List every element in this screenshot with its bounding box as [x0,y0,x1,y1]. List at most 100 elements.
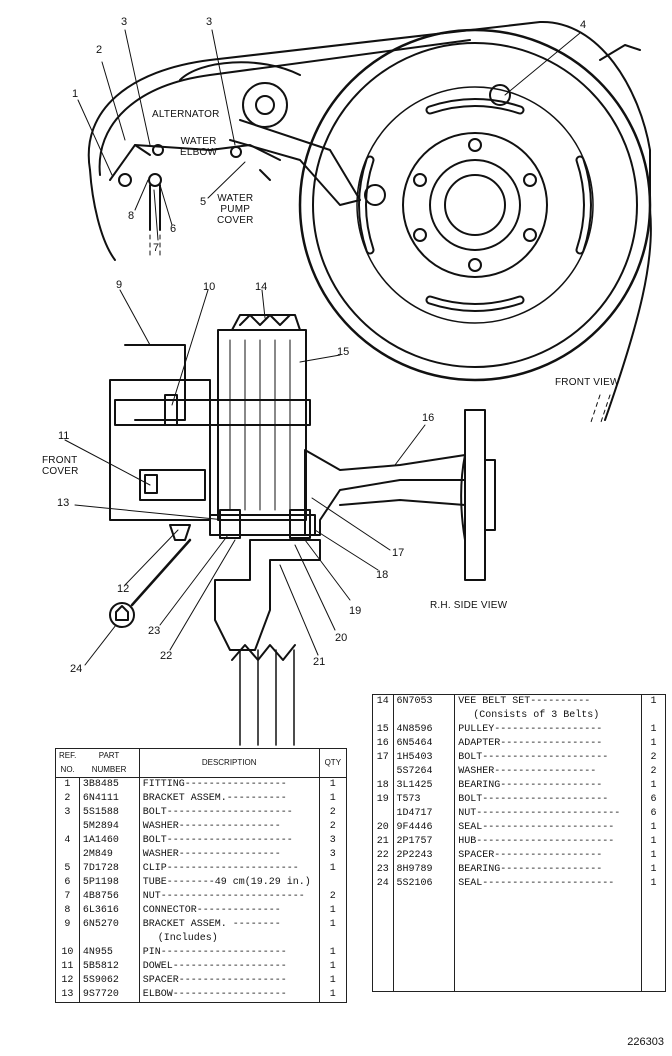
cell-qty: 3 [329,849,336,860]
cell-qty: 1 [650,696,657,707]
cell-part: 3L1425 [393,779,456,793]
callout-6: 6 [170,223,177,235]
cell-ref: 18 [372,779,394,793]
cell-part: 1A1460 [79,834,140,848]
callout-3a: 3 [121,16,128,28]
callout-16: 16 [422,412,435,424]
cell-ref: 24 [372,877,394,891]
cell-desc: BOLT--------------------- [454,793,643,807]
cell-desc: BOLT--------------------- [139,834,320,848]
label-front-cover: FRONT COVER [42,455,79,477]
cell-ref [372,709,394,723]
cell-qty: 1 [650,780,657,791]
cell-qty: 1 [650,864,657,875]
cell-part: 5S7264 [393,765,456,779]
cell-desc: DOWEL------------------- [139,960,320,974]
callout-20: 20 [335,632,348,644]
callout-1: 1 [72,88,79,100]
drawing-number: 226303 [627,1036,664,1048]
cell-part: T573 [393,793,456,807]
cell-part: 5S1588 [79,806,140,820]
cell-qty: 1 [329,975,336,986]
callout-17: 17 [392,547,405,559]
cell-desc: ADAPTER----------------- [454,737,643,751]
cell-part: 7D1728 [79,862,140,876]
label-rh-side-view: R.H. SIDE VIEW [430,600,508,611]
cell-qty: 3 [329,835,336,846]
cell-ref: 1 [55,777,80,792]
cell-ref: 19 [372,793,394,807]
callout-9: 9 [116,279,123,291]
cell-qty: 1 [329,919,336,930]
cell-part: 5S9062 [79,974,140,988]
cell-qty: 6 [650,808,657,819]
cell-part: 4N8596 [393,723,456,737]
cell-qty: 2 [329,891,336,902]
break-lines [149,234,611,426]
cell-ref: 9 [55,918,80,932]
callout-13: 13 [57,497,70,509]
callout-11: 11 [58,430,70,442]
cell-ref: 23 [372,863,394,877]
cell-ref: 7 [55,890,80,904]
filler-cell [372,891,394,992]
cell-desc: CONNECTOR-------------- [139,904,320,918]
cell-desc: SEAL---------------------- [454,877,643,891]
cell-desc: WASHER----------------- [454,765,643,779]
cell-ref [55,848,80,862]
cell-part: 4B8756 [79,890,140,904]
cell-ref [55,820,80,834]
cell-part: 1H5403 [393,751,456,765]
cell-qty: 6 [650,794,657,805]
cell-qty: 2 [650,766,657,777]
cell-part: 5P1198 [79,876,140,890]
cell-desc: SEAL---------------------- [454,821,643,835]
table-row: (Consists of 3 Belts) [372,709,666,723]
cell-ref: 11 [55,960,80,974]
cell-desc: CLIP---------------------- [139,862,320,876]
cell-qty: 2 [329,821,336,832]
callout-23: 23 [148,625,161,637]
callout-3b: 3 [206,16,213,28]
cell-desc: FITTING----------------- [139,777,320,792]
cell-qty: 2 [650,752,657,763]
table-filler-row [372,891,666,992]
cell-ref: 5 [55,862,80,876]
callout-22: 22 [160,650,173,662]
callout-10: 10 [203,281,216,293]
cell-desc: WASHER----------------- [139,848,320,862]
cell-part: 6N4111 [79,792,140,806]
cell-ref: 13 [55,988,80,1003]
cell-ref [372,765,394,779]
cell-desc: (Includes) [139,932,320,946]
cell-qty: 1 [650,724,657,735]
callout-21: 21 [313,656,326,668]
callout-15: 15 [337,346,350,358]
cell-qty: 1 [650,822,657,833]
header-description: DESCRIPTION [139,748,320,778]
cell-qty [319,876,346,890]
cell-part [79,932,140,946]
cell-part: 5B5812 [79,960,140,974]
cell-ref: 15 [372,723,394,737]
cell-desc: PIN--------------------- [139,946,320,960]
front-view-assembly [87,20,652,421]
header-part-number: PART NUMBER [79,748,140,778]
cell-desc: NUT------------------------ [454,807,643,821]
cell-desc: (Consists of 3 Belts) [454,709,643,723]
cell-part: 2M849 [79,848,140,862]
cell-qty [319,932,346,946]
cell-ref: 20 [372,821,394,835]
